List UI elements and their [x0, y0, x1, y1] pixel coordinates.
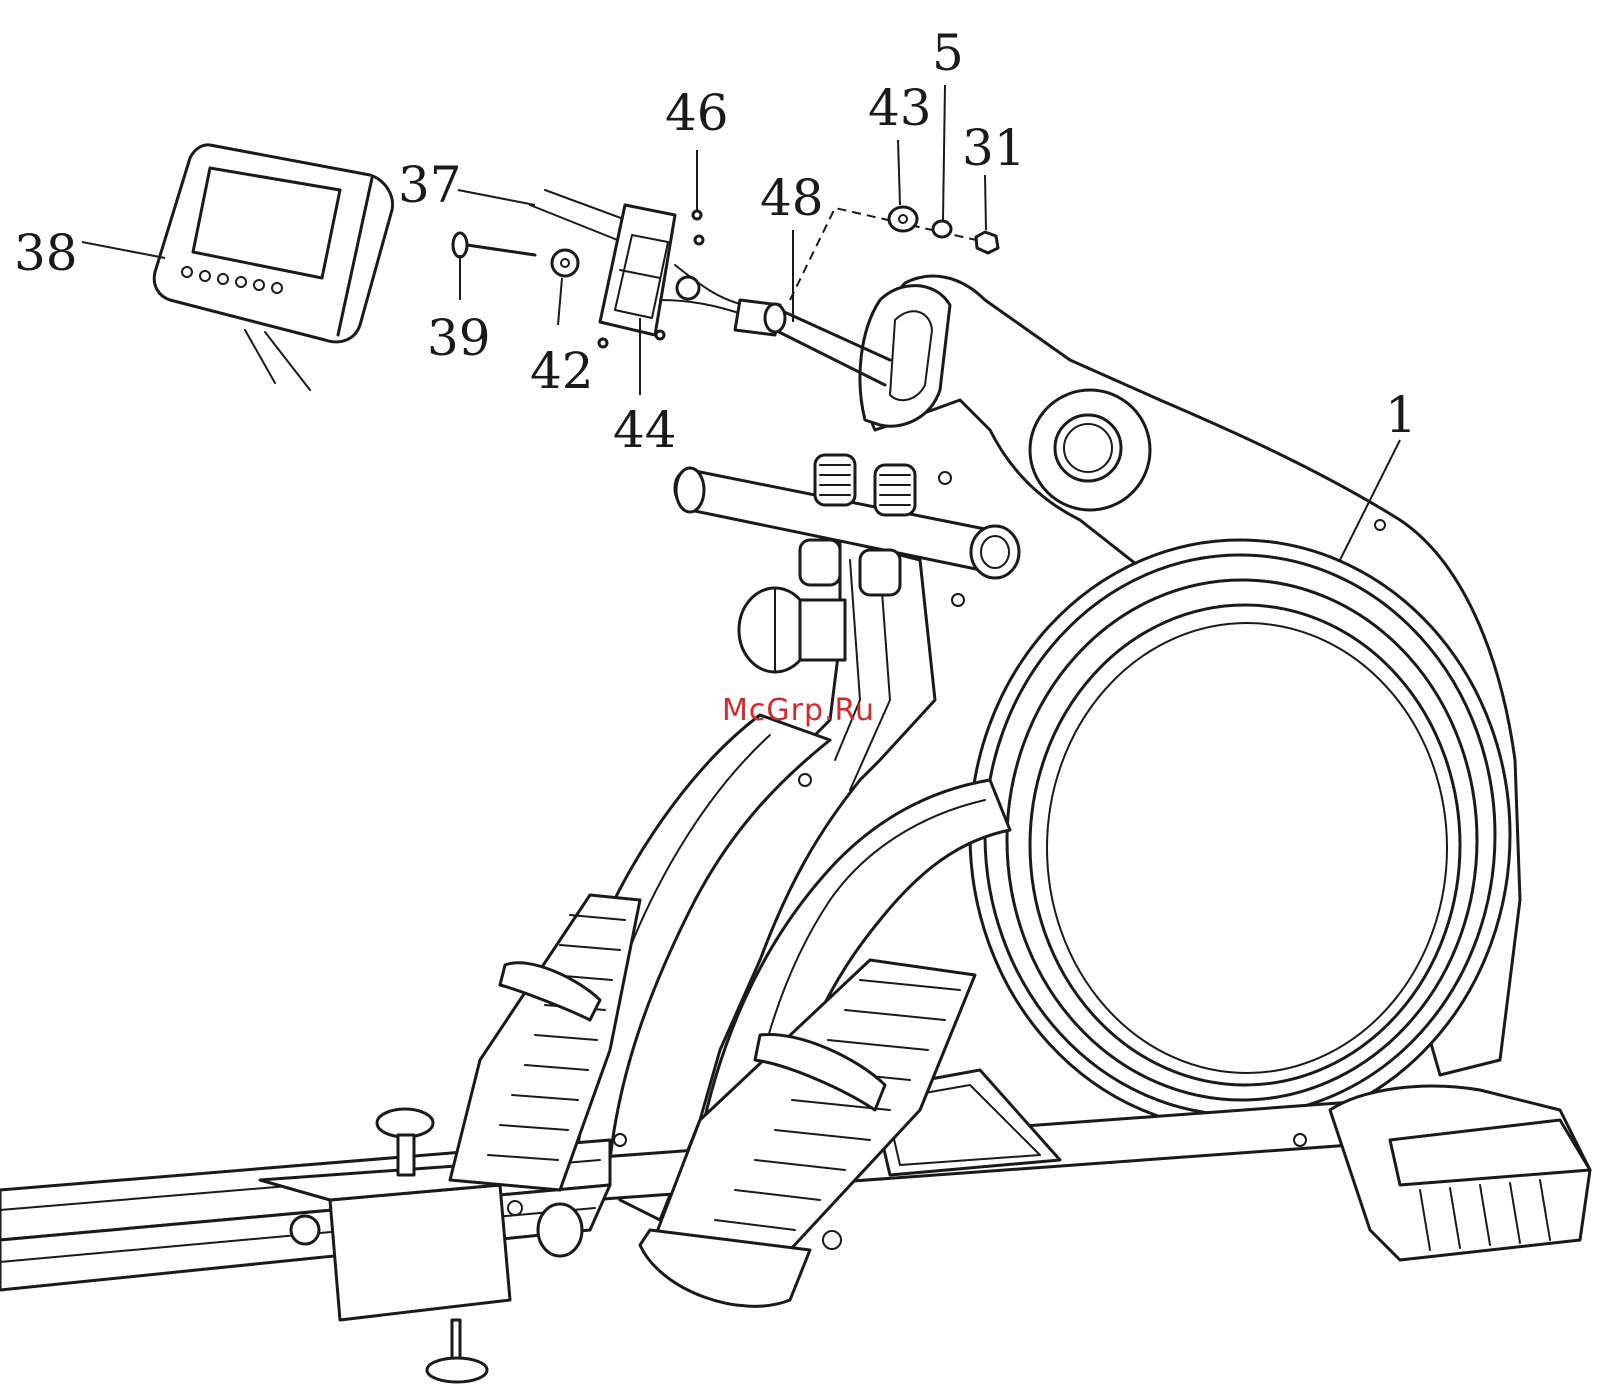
label-31: 31 [962, 119, 1026, 177]
label-43: 43 [868, 79, 932, 137]
label-44: 44 [613, 401, 677, 459]
main-frame [545, 276, 1520, 1220]
watermark-text: McGrp.Ru [722, 693, 875, 728]
label-39: 39 [427, 309, 491, 367]
label-46: 46 [665, 84, 729, 142]
console-monitor [154, 145, 392, 390]
label-48: 48 [760, 169, 824, 227]
label-5: 5 [932, 24, 964, 82]
label-38: 38 [14, 224, 78, 282]
label-1: 1 [1385, 386, 1417, 444]
rear-stabilizer-foot [1330, 1086, 1590, 1260]
label-37: 37 [398, 156, 462, 214]
label-42: 42 [530, 342, 594, 400]
